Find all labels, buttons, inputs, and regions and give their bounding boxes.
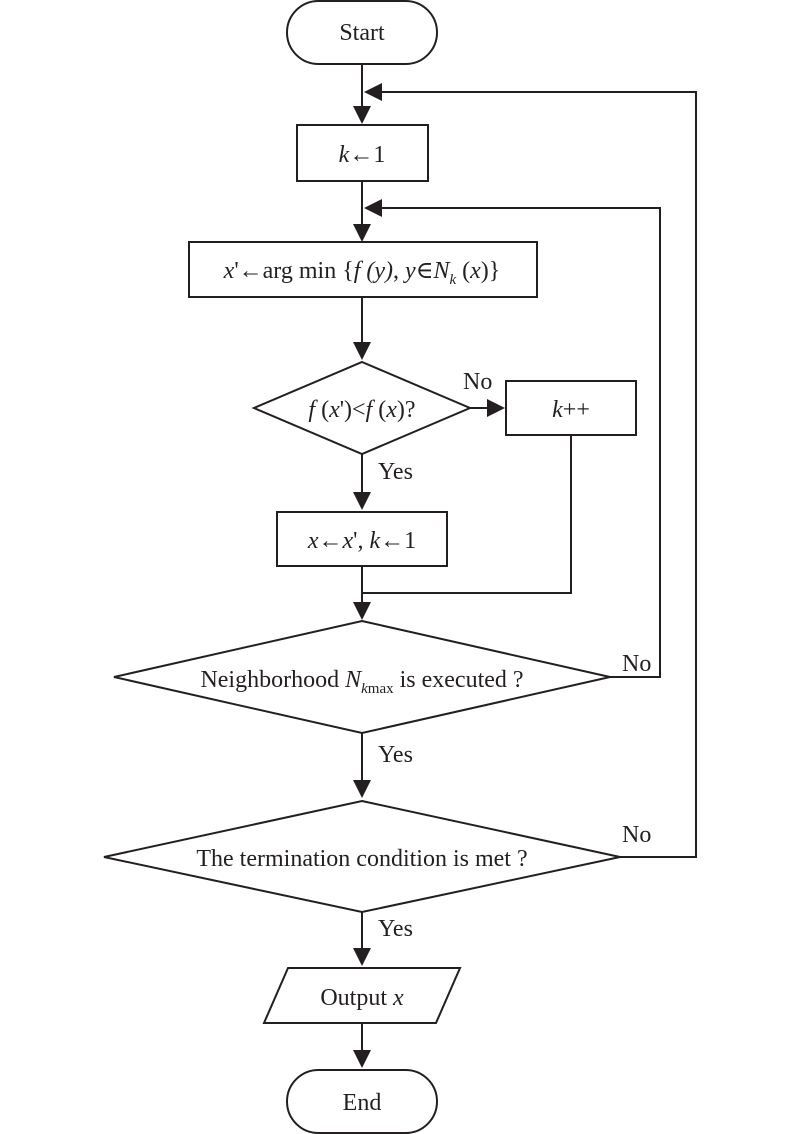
k-increment-label: k++ (552, 397, 590, 423)
arrowhead-right-icon (487, 399, 505, 417)
arrowhead-down-icon (353, 342, 371, 360)
neighborhood-decision: Neighborhood Nkmax is executed ? (113, 619, 611, 735)
improvement-no-label: No (463, 369, 492, 395)
k-increment-process: k++ (505, 380, 637, 436)
edge-neighborhood-no-loop (380, 207, 661, 678)
arrowhead-down-icon (353, 780, 371, 798)
local-search-label: x'←arg min {f (y), y∈Nk (x)} (223, 258, 501, 288)
init-k-process: k←1 (296, 124, 429, 182)
neighborhood-yes-label: Yes (378, 742, 413, 768)
arrowhead-down-icon (353, 492, 371, 510)
neighborhood-no-label: No (622, 651, 651, 677)
edge-increment-merge (362, 435, 572, 594)
arrowhead-down-icon (353, 224, 371, 242)
improvement-question: f (x')<f (x)? (308, 397, 415, 423)
update-process: x←x', k←1 (276, 511, 448, 567)
edge-termination-no-loop (380, 91, 697, 858)
termination-question: The termination condition is met ? (196, 846, 527, 872)
local-search-process: x'←arg min {f (y), y∈Nk (x)} (188, 241, 538, 298)
arrowhead-down-icon (353, 948, 371, 966)
output-label: Output x (320, 985, 404, 1011)
start-node: Start (286, 0, 438, 65)
improvement-yes-label: Yes (378, 459, 413, 485)
arrowhead-left-icon (364, 83, 382, 101)
improvement-decision: f (x')<f (x)? (251, 360, 473, 456)
termination-no-label: No (622, 822, 651, 848)
update-label: x←x', k←1 (307, 528, 416, 554)
termination-yes-label: Yes (378, 916, 413, 942)
neighborhood-question: Neighborhood Nkmax is executed ? (200, 667, 523, 697)
arrowhead-down-icon (353, 106, 371, 124)
init-k-label: k←1 (339, 142, 386, 168)
arrowheads (353, 83, 505, 1068)
connectors (361, 64, 697, 1054)
output-node: Output x (262, 967, 462, 1024)
arrowhead-down-icon (353, 1050, 371, 1068)
arrowhead-down-icon (353, 602, 371, 620)
end-label: End (343, 1090, 382, 1116)
edge-labels: No Yes No Yes No Yes (378, 369, 651, 942)
start-label: Start (339, 20, 385, 46)
arrowhead-left-icon (364, 199, 382, 217)
end-node: End (286, 1069, 438, 1134)
termination-decision: The termination condition is met ? (103, 799, 621, 914)
